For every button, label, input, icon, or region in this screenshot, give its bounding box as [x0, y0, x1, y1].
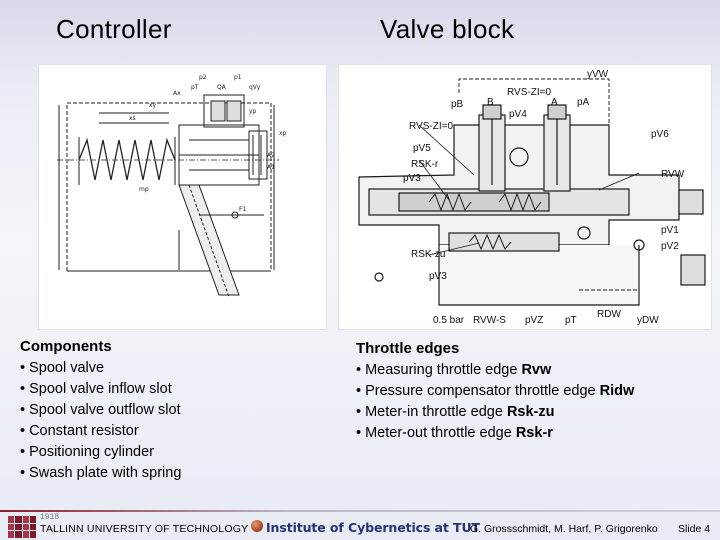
label-rdw: RDW	[597, 309, 621, 320]
list-item: •Meter-out throttle edge Rsk-r	[356, 425, 553, 441]
label-pv5: pV5	[413, 143, 431, 154]
components-list: Components •Spool valve •Spool valve inf…	[20, 338, 330, 484]
footer-divider	[0, 510, 720, 512]
footer-university: TALLINN UNIVERSITY OF TECHNOLOGY	[40, 523, 249, 535]
label-xp: xp	[279, 130, 287, 137]
label-rsk-r: RSK-r	[411, 159, 439, 170]
list-item: •Spool valve outflow slot	[20, 402, 181, 418]
footer-slide-number: Slide 4	[678, 523, 711, 535]
list-item: •Positioning cylinder	[20, 444, 155, 460]
label-a: A	[551, 97, 558, 108]
throttle-edges-title: Throttle edges	[356, 340, 460, 357]
footer-year: 1918	[40, 513, 60, 522]
label-pv3-low: pV3	[429, 271, 447, 282]
label-rsk-zu: RSK-zu	[411, 249, 445, 260]
label-a2: A2	[267, 152, 275, 159]
footer: 1918 TALLINN UNIVERSITY OF TECHNOLOGY In…	[0, 504, 720, 540]
label-ydw: yDW	[637, 315, 659, 326]
heading-valve-block: Valve block	[380, 14, 515, 44]
label-pvz: pVZ	[525, 315, 543, 326]
list-item: •Spool valve inflow slot	[20, 381, 172, 397]
label-qvy: qVy	[249, 84, 261, 91]
list-item: •Pressure compensator throttle edge Ridw	[356, 383, 635, 399]
label-pv1: pV1	[661, 225, 679, 236]
label-pv6: pV6	[651, 129, 669, 140]
label-p2: p2	[199, 74, 207, 81]
label-qa: QA	[217, 84, 227, 91]
label-yvw: yVW	[587, 69, 609, 80]
footer-institute: Institute of Cybernetics at TUT	[266, 520, 480, 535]
list-item: •Constant resistor	[20, 423, 139, 439]
valve-block-diagram: yVW RVS-ZI=0 pB B pA A pV4 RVS-ZI=0 pV5 …	[338, 64, 712, 330]
list-item: •Measuring throttle edge Rvw	[356, 362, 552, 378]
label-ax: Ax	[173, 90, 181, 97]
label-xy: xy	[149, 102, 157, 109]
label-rvs-left: RVS-ZI=0	[409, 121, 453, 132]
label-pb: pB	[451, 99, 464, 110]
label-rvw: RVW	[661, 169, 685, 180]
list-item: •Spool valve	[20, 360, 105, 376]
label-pa: pA	[577, 97, 590, 108]
university-logo-icon	[8, 516, 36, 538]
label-f1: F1	[239, 206, 246, 213]
list-item: •Swash plate with spring	[20, 465, 182, 481]
label-pv2: pV2	[661, 241, 679, 252]
label-b: B	[487, 97, 494, 108]
label-half-bar: 0.5 bar	[433, 315, 465, 326]
label-rvs-top: RVS-ZI=0	[507, 87, 551, 98]
label-xs: xs	[129, 115, 136, 122]
components-title: Components	[20, 338, 112, 355]
heading-controller: Controller	[56, 14, 172, 44]
footer-authors: G. Grossschmidt, M. Harf, P. Grigorenko	[470, 523, 658, 535]
throttle-edges-list: Throttle edges •Measuring throttle edge …	[356, 340, 716, 444]
label-pv4: pV4	[509, 109, 527, 120]
label-pv3: pV3	[403, 173, 421, 184]
institute-logo-icon	[251, 520, 263, 532]
label-p1: p1	[234, 74, 242, 81]
label-rvw-s: RVW-S	[473, 315, 506, 326]
label-a1: A1	[267, 164, 275, 171]
label-yp: yp	[249, 108, 257, 115]
label-pt: pT	[191, 84, 199, 91]
label-pt: pT	[565, 315, 577, 326]
controller-diagram: p2 p1 pT QA Ax qVy xy xs xp yp A2 A1 F1 …	[38, 64, 327, 330]
list-item: •Meter-in throttle edge Rsk-zu	[356, 404, 555, 420]
label-mp: mp	[139, 186, 149, 193]
